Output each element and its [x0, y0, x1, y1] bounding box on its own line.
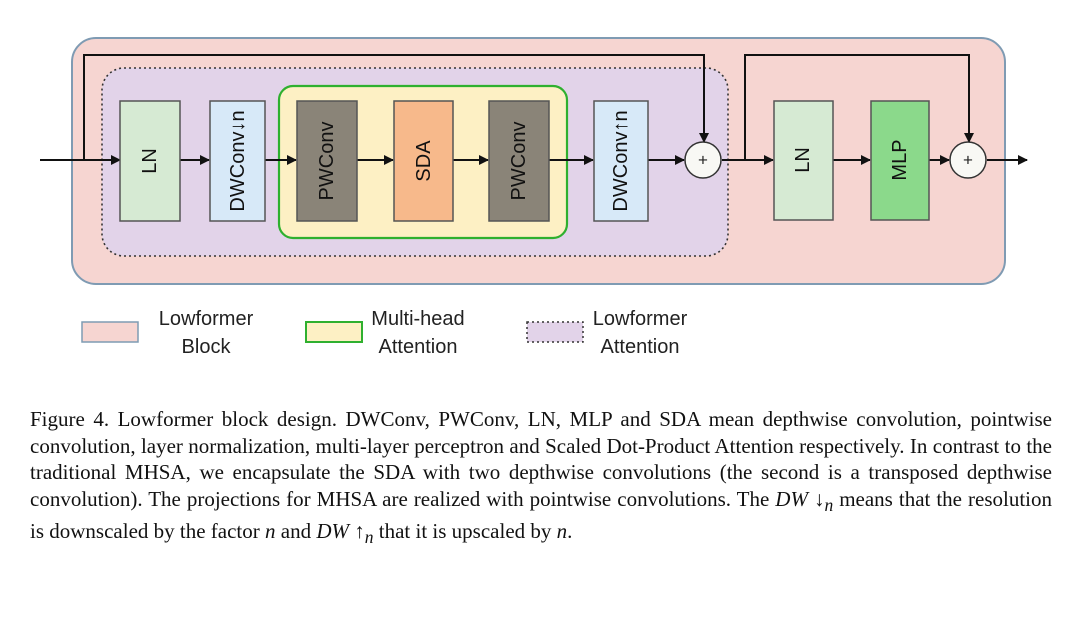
legend-item-lowformer-attention: Lowformer Attention — [526, 308, 688, 358]
pwconv-block-2: PWConv — [488, 100, 550, 222]
mlp-block: MLP — [870, 100, 930, 221]
caption-part-1: Figure 4. Lowformer block design. DWConv… — [30, 407, 1052, 511]
legend-item-multihead-attention: Multi-head Attention — [305, 308, 465, 358]
mlp-label: MLP — [889, 139, 911, 180]
legend: Lowformer Block Multi-head Attention Low… — [81, 308, 688, 358]
pwconv-label-1: PWConv — [316, 122, 338, 201]
figure-caption: Figure 4. Lowformer block design. DWConv… — [30, 406, 1052, 551]
caption-part-2: means that the resolution is downscaled … — [30, 486, 1052, 544]
caption-sub-n-1: n — [824, 494, 834, 515]
pwconv-label-2: PWConv — [508, 122, 530, 201]
caption-part-5: . — [567, 519, 573, 544]
caption-n-2: n — [556, 519, 568, 544]
residual-skip-line-2 — [744, 54, 974, 160]
caption-dw-up: DW ↑ — [316, 519, 365, 544]
legend-label-block-line1: Lowformer — [159, 308, 254, 330]
legend-swatch-lowformer-attention — [526, 321, 584, 343]
caption-n-1: n — [265, 519, 276, 544]
legend-label-attn-line1: Lowformer — [593, 308, 688, 330]
legend-label-block-line2: Block — [182, 336, 232, 358]
add-node-1: + — [684, 141, 722, 179]
dwconv-down-block: DWConv↓n — [209, 100, 266, 222]
ln-block-2: LN — [773, 100, 834, 221]
sda-block: SDA — [393, 100, 454, 222]
add-node-2: + — [949, 141, 987, 179]
add-symbol-2: + — [963, 151, 973, 170]
ln-block-1: LN — [119, 100, 181, 222]
caption-part-3: and — [275, 519, 317, 544]
lowformer-block-diagram: LN DWConv↓n PWConv SDA PWConv DWConv↑n +… — [40, 37, 1028, 358]
dwconv-down-label: DWConv↓n — [227, 110, 249, 211]
ln-label-1: LN — [139, 148, 161, 174]
caption-sub-n-2: n — [364, 527, 374, 548]
sda-label: SDA — [413, 140, 435, 182]
legend-label-mha-line1: Multi-head — [371, 308, 464, 330]
legend-label-mha-line2: Attention — [379, 336, 458, 358]
dwconv-up-block: DWConv↑n — [593, 100, 649, 222]
ln-label-2: LN — [792, 147, 814, 173]
legend-label-attn-line2: Attention — [601, 336, 680, 358]
caption-dw-down: DW ↓ — [775, 486, 825, 511]
legend-swatch-multihead-attention — [305, 321, 363, 343]
caption-part-4: that it is upscaled by — [373, 519, 557, 544]
residual-skip-line-1 — [83, 54, 709, 160]
dwconv-up-label: DWConv↑n — [610, 110, 632, 211]
pwconv-block-1: PWConv — [296, 100, 358, 222]
legend-swatch-lowformer-block — [81, 321, 139, 343]
add-symbol-1: + — [698, 151, 708, 170]
legend-item-lowformer-block: Lowformer Block — [81, 308, 254, 358]
